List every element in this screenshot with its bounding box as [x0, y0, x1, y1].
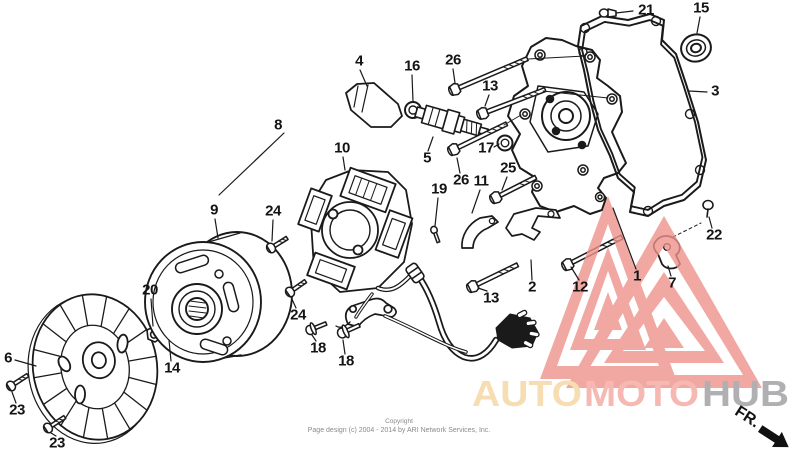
callout-leader — [452, 68, 456, 84]
footer-copyright: Copyright Page design (c) 2004 - 2014 by… — [308, 418, 491, 434]
callout-leader — [342, 339, 346, 355]
copyright-line1: Copyright — [385, 418, 413, 425]
callout-leader — [471, 189, 481, 214]
rotor-slots — [174, 254, 240, 356]
callout-leader — [342, 156, 346, 171]
callout-leader — [612, 207, 637, 270]
spark-plug — [414, 104, 490, 137]
callout-leader — [696, 16, 701, 34]
callout-leader — [359, 69, 368, 87]
callout-leader — [214, 218, 219, 239]
callout-leader — [667, 265, 672, 277]
wire-clamp-11 — [461, 215, 499, 249]
watermark-logo: AUTO MOTO HUB — [472, 196, 789, 414]
bolt-13-top — [475, 86, 547, 120]
callout-leader — [218, 132, 285, 196]
watermark-brand-text: AUTO MOTO HUB — [472, 373, 789, 414]
spark-plug-cap — [345, 82, 403, 128]
brand-text-hub: HUB — [702, 373, 789, 414]
callout-leader — [150, 298, 154, 327]
bolt-18-right — [336, 322, 361, 339]
callout-leader — [477, 287, 488, 292]
harness-connector — [495, 309, 540, 349]
bolt-21 — [598, 8, 617, 18]
watermark-triangle-right — [566, 216, 762, 388]
bolt-23-upper — [5, 372, 30, 392]
small-bolts — [5, 225, 441, 434]
oil-seal — [680, 33, 712, 63]
callout-leader — [570, 266, 580, 281]
callout-leader — [290, 296, 297, 309]
o-ring-17 — [496, 134, 514, 152]
wire-harness — [354, 273, 500, 362]
bolt-25 — [488, 174, 538, 205]
copyright-line2: Page design (c) 2004 - 2014 by ARI Netwo… — [308, 427, 491, 434]
flywheel-rotor — [144, 231, 293, 363]
bolt-22 — [702, 199, 714, 218]
callout-leader — [311, 334, 317, 342]
callout-leader — [501, 176, 508, 191]
bolt-projection-lines — [503, 55, 609, 126]
cover-gasket — [577, 13, 707, 217]
joint-dash-line — [672, 222, 702, 238]
fr-arrow-icon — [757, 425, 789, 448]
wire-stay-2 — [505, 207, 561, 241]
bolt-13-bottom — [465, 262, 520, 294]
harness-grommet — [405, 262, 425, 284]
bolt-23-lower — [42, 414, 67, 434]
bolt-18-left — [305, 321, 328, 336]
callout-leader — [456, 157, 461, 174]
cover-bolt-holes — [519, 49, 618, 203]
bolt-24-right — [284, 278, 308, 298]
callout-leader — [411, 74, 414, 102]
callout-leader — [493, 143, 500, 148]
callout-leader — [168, 339, 172, 362]
fan-fins — [33, 294, 157, 440]
callout-leader — [615, 10, 634, 14]
callout-leader — [11, 391, 17, 404]
bolt-24-top — [265, 235, 289, 254]
callout-leader — [708, 216, 713, 229]
callout-leader — [427, 136, 434, 152]
brand-text-auto: AUTO — [472, 373, 582, 414]
callout-leader — [50, 432, 57, 437]
fan-pulley — [27, 293, 159, 444]
stator-assembly — [297, 166, 414, 293]
callout-leader — [484, 94, 490, 107]
brand-text-moto: MOTO — [584, 373, 699, 414]
bolt-26-bottom — [446, 121, 509, 157]
crankcase-cover — [507, 37, 627, 215]
screw-19 — [430, 225, 441, 244]
contact-breaker — [335, 297, 397, 328]
callout-leader — [14, 359, 37, 367]
callout-leader — [530, 259, 533, 281]
bolt-26-top — [447, 56, 529, 97]
callout-leader — [688, 90, 708, 93]
callout-leader — [271, 219, 274, 242]
callout-leader — [434, 197, 439, 227]
callout-leader-lines — [11, 10, 713, 437]
